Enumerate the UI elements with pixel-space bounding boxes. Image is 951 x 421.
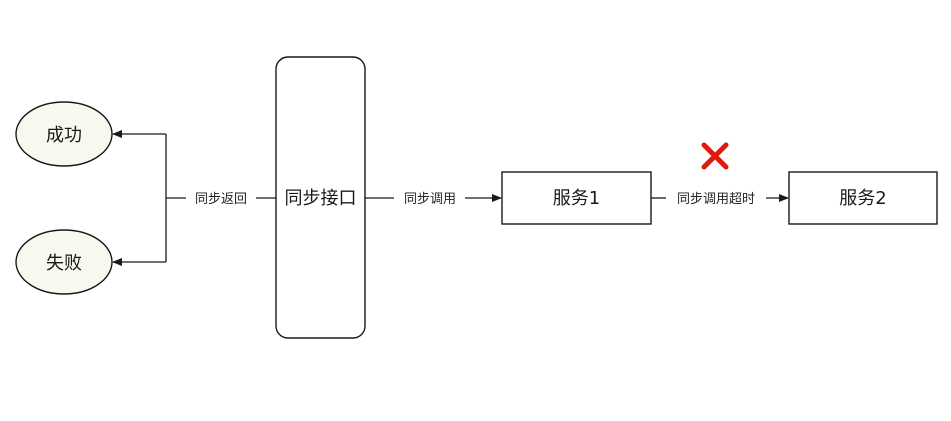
edge-sync-call: 同步调用: [365, 192, 502, 207]
node-service2: 服务2: [788, 171, 938, 225]
node-success: 成功: [15, 101, 113, 167]
edge-sync-call-timeout: 同步调用超时: [651, 192, 789, 207]
edge-sync-return: 同步返回: [112, 130, 276, 266]
node-failure: 失败: [15, 229, 113, 295]
node-sync-interface: 同步接口: [275, 56, 366, 339]
cross-icon: [701, 142, 729, 170]
node-success-label: 成功: [46, 125, 82, 146]
node-sync-interface-label: 同步接口: [285, 188, 357, 209]
node-service1: 服务1: [501, 171, 652, 225]
edge-sync-return-label: 同步返回: [195, 192, 247, 207]
edge-sync-call-timeout-label: 同步调用超时: [677, 192, 755, 207]
node-service2-label: 服务2: [839, 188, 886, 209]
edge-sync-call-label: 同步调用: [404, 192, 456, 207]
node-service1-label: 服务1: [553, 188, 600, 209]
node-failure-label: 失败: [46, 253, 82, 274]
